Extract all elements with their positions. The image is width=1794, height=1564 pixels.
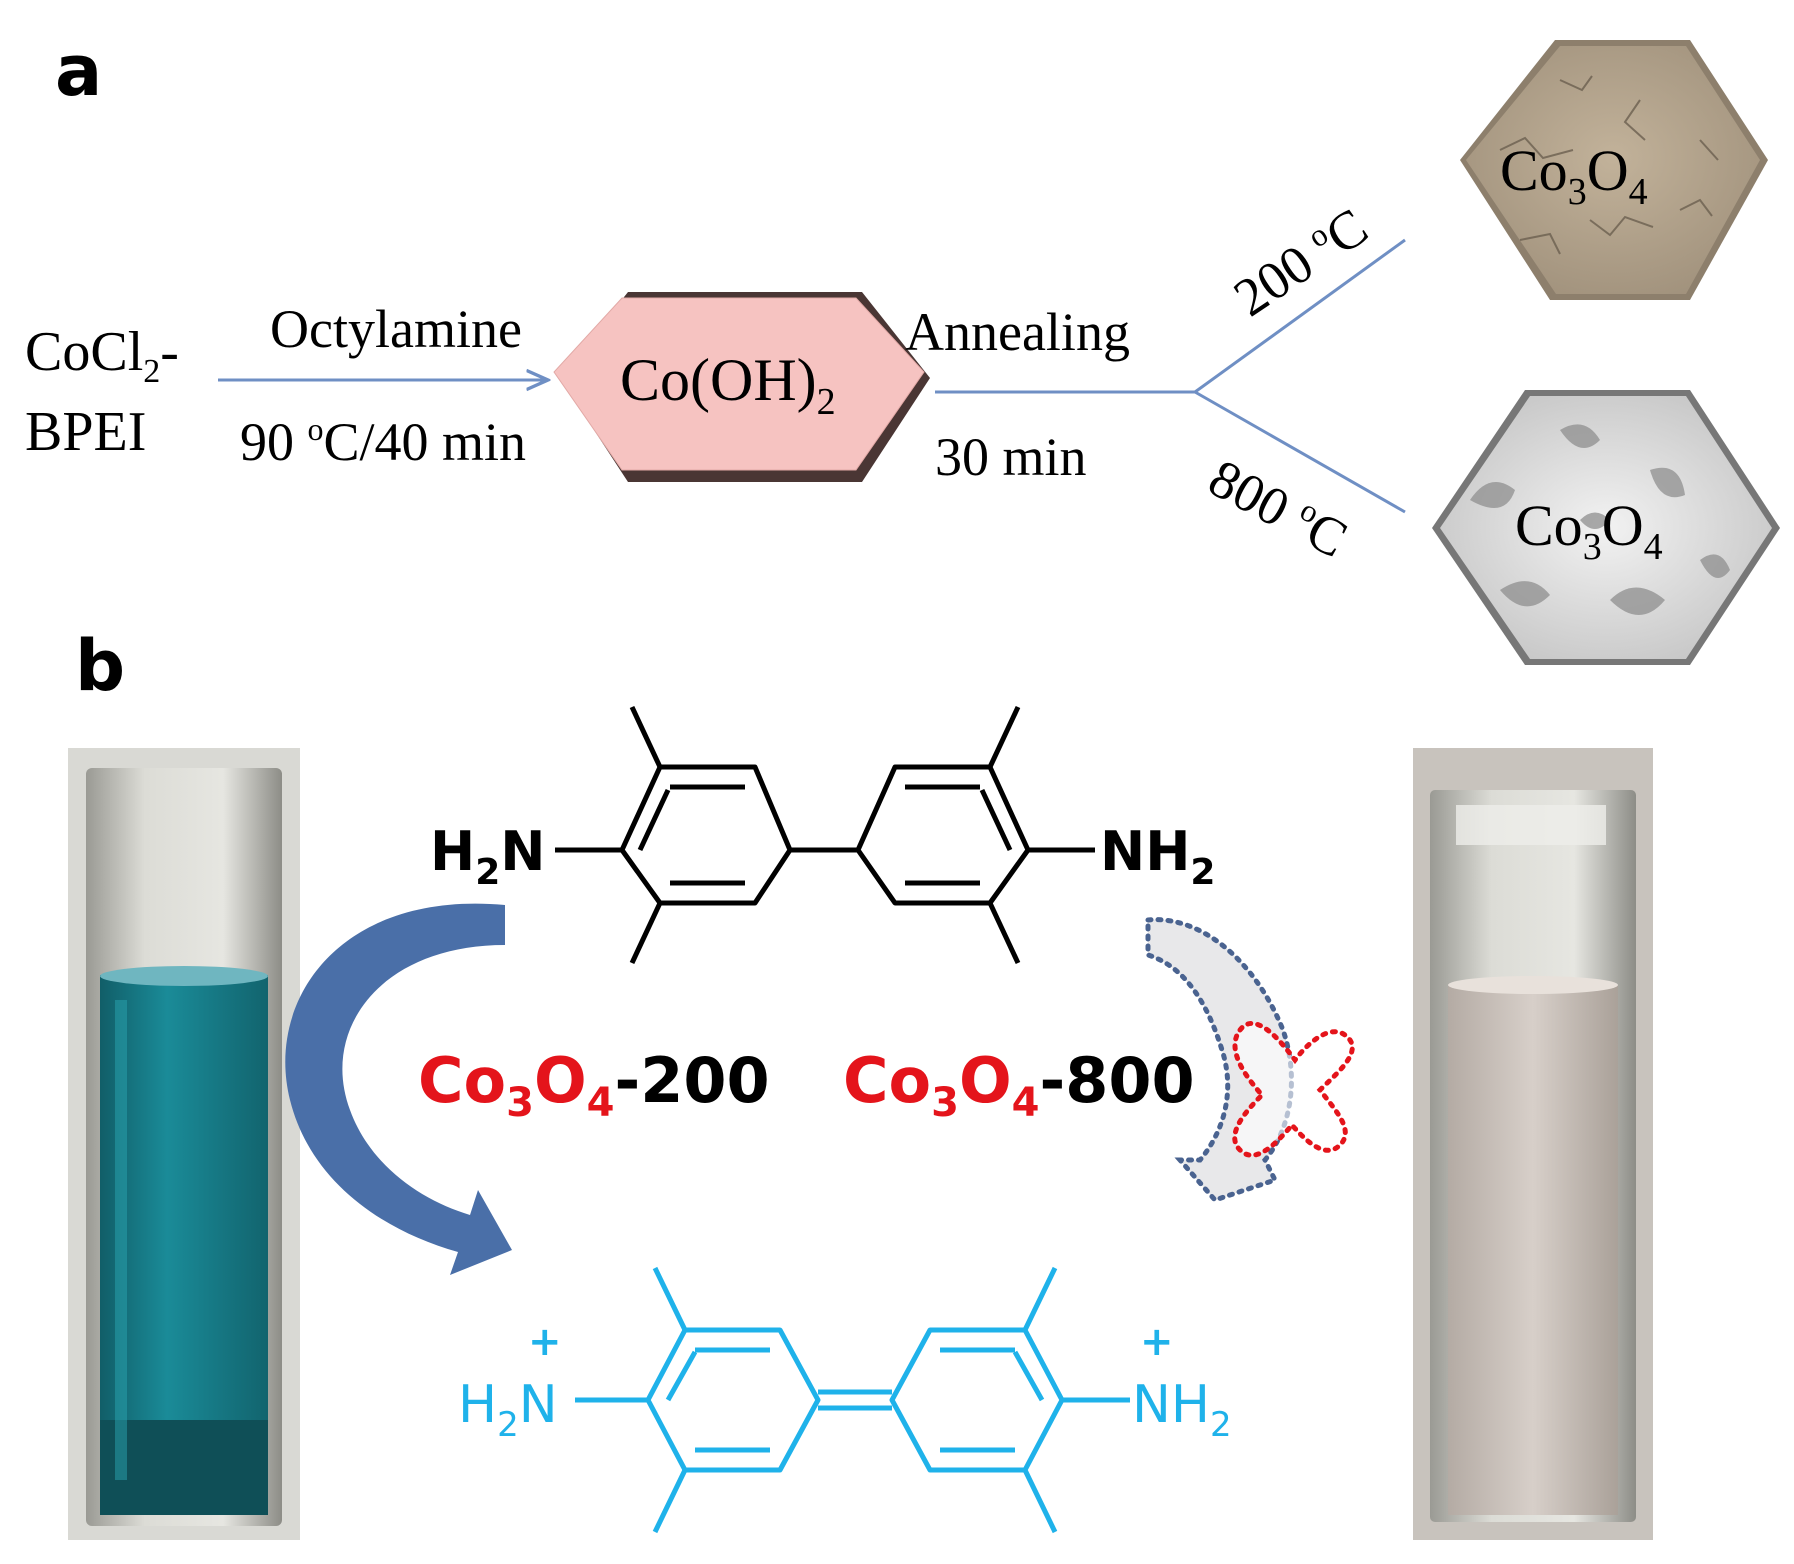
plus-right: + bbox=[1140, 1319, 1174, 1365]
annealing-time: 30 min bbox=[935, 427, 1087, 487]
catalyst-200-label: Co3O4-200 bbox=[418, 1044, 770, 1126]
amine-left: H2N bbox=[430, 820, 545, 893]
cuvette-teal bbox=[68, 748, 300, 1540]
annealing-label: Annealing bbox=[905, 302, 1130, 362]
catalyst-800-label: Co3O4-800 bbox=[843, 1044, 1195, 1126]
branch-lower-line bbox=[1194, 390, 1406, 514]
tmb-oxidized-structure bbox=[575, 1266, 1130, 1534]
iminium-left: H2N bbox=[458, 1375, 558, 1445]
amine-right: NH2 bbox=[1100, 820, 1215, 893]
cooh2-hexagon: Co(OH)2 bbox=[553, 292, 930, 482]
cross-mark-icon bbox=[1232, 1021, 1355, 1158]
panel-b-label: b bbox=[75, 625, 125, 707]
plus-left: + bbox=[528, 1319, 562, 1365]
branch-upper-temp: 200 oC bbox=[1223, 195, 1379, 328]
co3o4-800-hexagon: Co3O4 bbox=[1432, 390, 1780, 665]
svg-text:BPEI: BPEI bbox=[25, 401, 146, 463]
curved-arrow-icon bbox=[285, 903, 512, 1275]
cuvette-clear bbox=[1413, 748, 1653, 1540]
cooh2-label: Co(OH)2 bbox=[620, 347, 836, 423]
step1-conditions: 90 oC/40 min bbox=[240, 411, 526, 472]
reactant-label: CoCl2- BPEI bbox=[25, 321, 179, 463]
co3o4-200-hexagon: Co3O4 bbox=[1460, 40, 1768, 300]
co3o4-800-label: Co3O4 bbox=[1515, 493, 1663, 568]
co3o4-200-label: Co3O4 bbox=[1500, 138, 1648, 213]
step1-reagent: Octylamine bbox=[270, 299, 522, 359]
tmb-reduced-structure bbox=[555, 705, 1095, 965]
iminium-right: NH2 bbox=[1132, 1375, 1232, 1445]
branch-upper-line bbox=[1194, 238, 1406, 394]
panel-a-label: a bbox=[55, 30, 102, 112]
svg-text:CoCl2-: CoCl2- bbox=[25, 321, 179, 390]
branch-lower-temp: 800 oC bbox=[1199, 447, 1357, 570]
